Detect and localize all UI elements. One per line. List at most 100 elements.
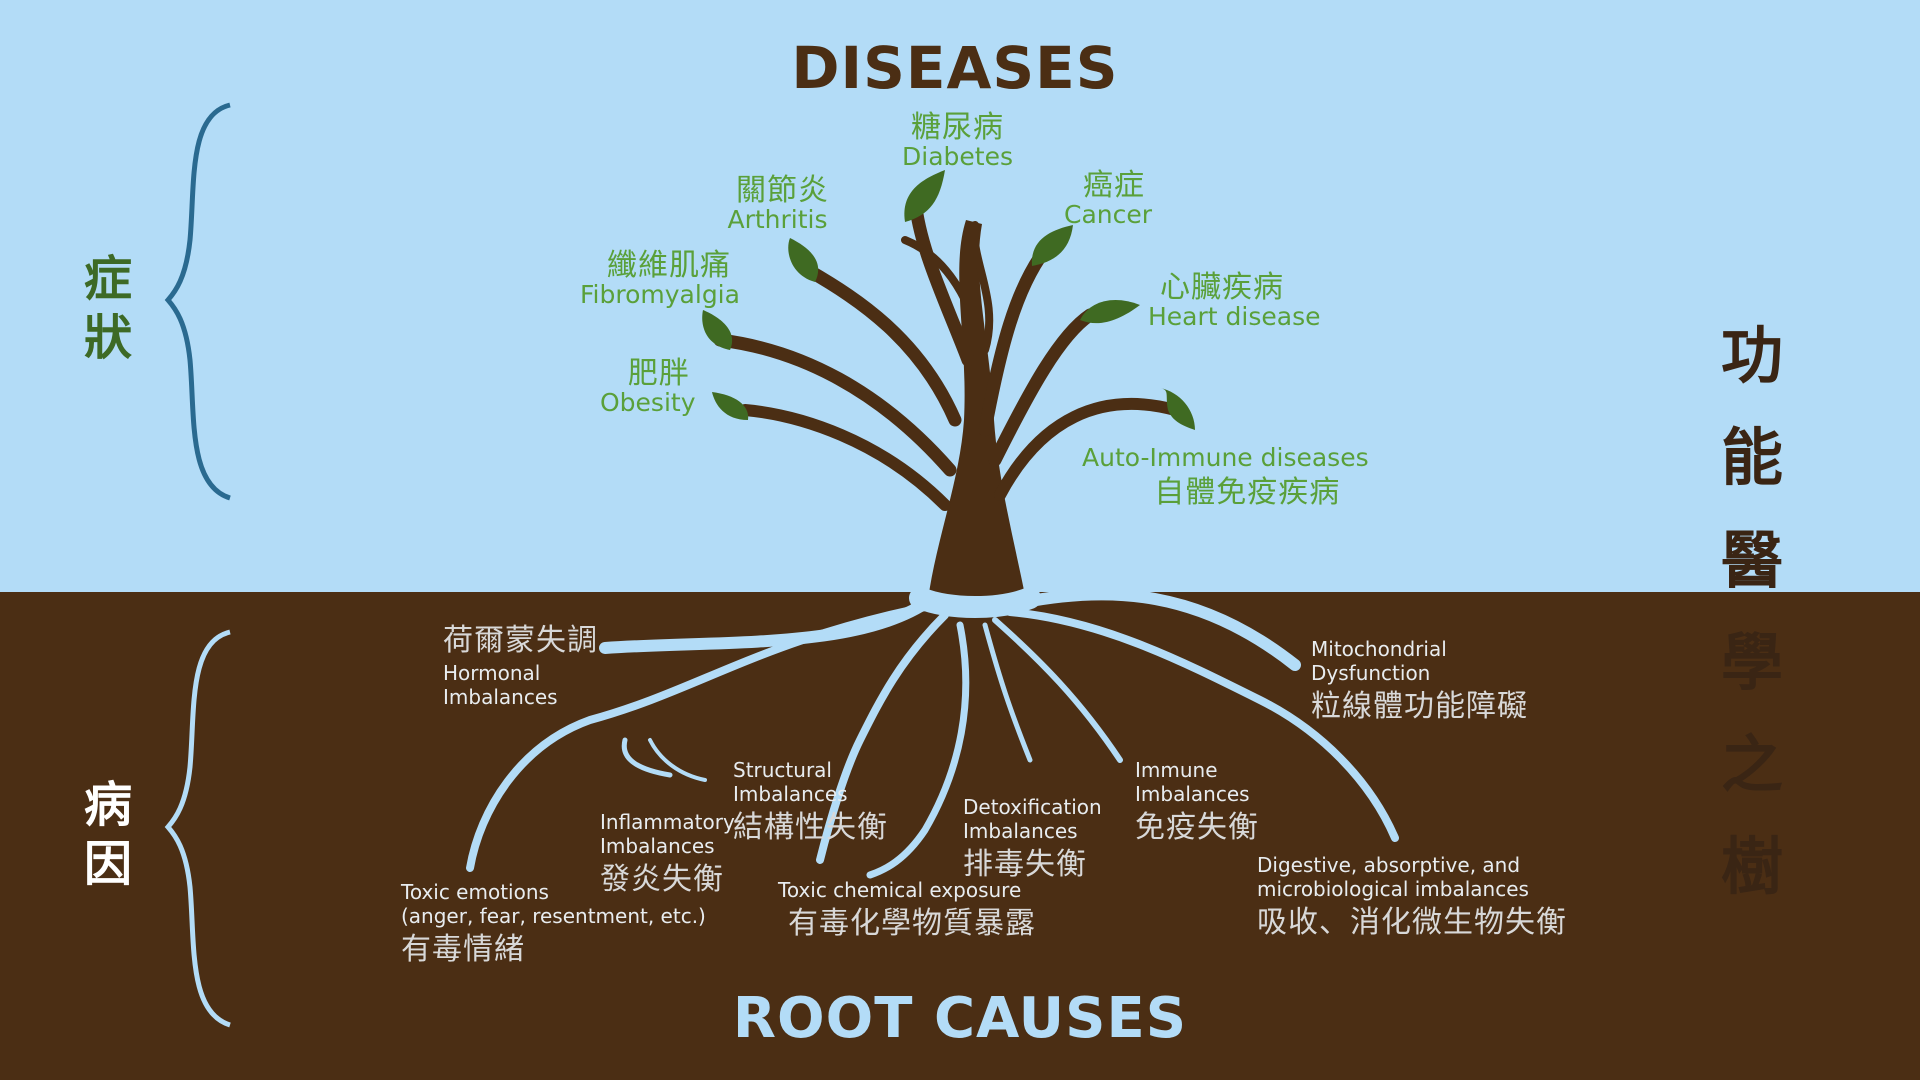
disease-zh: 癌症 bbox=[1083, 168, 1146, 203]
cause-en: Toxic chemical exposure bbox=[778, 878, 1022, 902]
disease-fibromyalgia: 纖維肌痛 Fibromyalgia bbox=[580, 250, 740, 308]
leaf-cancer bbox=[1031, 225, 1073, 266]
root-mini-1 bbox=[648, 738, 707, 782]
cause-en: Dysfunction bbox=[1311, 661, 1431, 685]
cause-en: Mitochondrial bbox=[1311, 637, 1447, 661]
leaf-heart bbox=[1080, 300, 1140, 324]
vertical-char: 樹 bbox=[1720, 830, 1783, 904]
leaf-fibro bbox=[702, 310, 733, 350]
cause-en: Toxic emotions bbox=[401, 880, 549, 904]
branch-fibro bbox=[713, 333, 957, 477]
cause-zh: 有毒化學物質暴露 bbox=[788, 906, 1036, 941]
disease-zh: 自體免疫疾病 bbox=[1154, 475, 1341, 511]
disease-en: Heart disease bbox=[1148, 301, 1321, 331]
branch-small-2 bbox=[970, 221, 994, 354]
vertical-char: 學 bbox=[1720, 625, 1783, 699]
cause-structural: Structural Imbalances 結構性失衡 bbox=[733, 758, 888, 844]
disease-en: Fibromyalgia bbox=[580, 279, 740, 309]
branch-arthritis bbox=[801, 263, 962, 427]
disease-autoimmune: Auto-Immune diseases 自體免疫疾病 bbox=[1082, 443, 1369, 511]
cause-digestive: Digestive, absorptive, and microbiologic… bbox=[1257, 853, 1567, 939]
cause-toxic-chemical: Toxic chemical exposure 有毒化學物質暴露 bbox=[778, 878, 1036, 940]
cause-en: Detoxification bbox=[963, 795, 1102, 819]
cause-en: Inflammatory bbox=[600, 810, 735, 834]
branch-cancer bbox=[978, 243, 1052, 437]
diseases-title: DISEASES bbox=[791, 34, 1119, 102]
root-detox bbox=[866, 621, 970, 879]
cause-en: microbiological imbalances bbox=[1257, 877, 1529, 901]
root-digestive bbox=[1006, 608, 1399, 842]
disease-zh: 肥胖 bbox=[627, 356, 690, 391]
disease-zh: 纖維肌痛 bbox=[606, 248, 731, 283]
disease-en: Diabetes bbox=[902, 141, 1013, 171]
tree-trunk bbox=[928, 220, 1026, 600]
side-label-causes: 病 因 bbox=[78, 776, 138, 893]
root-hormonal bbox=[599, 594, 936, 654]
root-immune bbox=[992, 617, 1123, 763]
soil-background bbox=[0, 592, 1920, 1080]
leaf-obesity bbox=[712, 392, 749, 420]
cause-zh: 免疫失衡 bbox=[1135, 810, 1259, 845]
vertical-title: 功 能 醫 學 之 樹 bbox=[1716, 305, 1788, 919]
cause-en: Structural bbox=[733, 758, 832, 782]
branch-diabetes bbox=[908, 193, 975, 367]
root-structural bbox=[816, 611, 949, 864]
cause-zh: 結構性失衡 bbox=[733, 810, 888, 845]
cause-hormonal: 荷爾蒙失調 Hormonal Imbalances bbox=[443, 625, 598, 709]
disease-en: Arthritis bbox=[727, 204, 828, 234]
vertical-char: 之 bbox=[1720, 728, 1783, 802]
cause-en: Imbalances bbox=[1135, 782, 1250, 806]
disease-en: Obesity bbox=[600, 387, 696, 417]
disease-zh: 糖尿病 bbox=[910, 110, 1004, 145]
side-char: 症 bbox=[83, 251, 132, 307]
cause-mitochondrial: Mitochondrial Dysfunction 粒線體功能障礙 bbox=[1311, 637, 1528, 723]
cause-en: Digestive, absorptive, and bbox=[1257, 853, 1521, 877]
root-causes-title: ROOT CAUSES bbox=[732, 986, 1188, 1051]
bracket-symptoms bbox=[164, 102, 231, 501]
root-detox-b bbox=[982, 622, 1033, 763]
cause-zh: 荷爾蒙失調 bbox=[443, 623, 598, 658]
disease-obesity: 肥胖 Obesity bbox=[600, 358, 696, 416]
side-label-symptoms: 症 狀 bbox=[78, 250, 138, 367]
side-char: 因 bbox=[83, 835, 132, 892]
root-toxic-emotions bbox=[466, 601, 939, 872]
cause-toxic-emotions: Toxic emotions (anger, fear, resentment,… bbox=[401, 880, 706, 966]
leaf-arthritis bbox=[788, 238, 819, 282]
cause-zh: 發炎失衡 bbox=[600, 862, 724, 897]
vertical-char: 能 bbox=[1720, 421, 1783, 495]
bracket-causes bbox=[164, 629, 231, 1028]
disease-zh: 關節炎 bbox=[736, 173, 829, 208]
cause-zh: 排毒失衡 bbox=[963, 847, 1087, 882]
disease-arthritis: 關節炎 Arthritis bbox=[726, 175, 829, 233]
branch-auto bbox=[994, 397, 1181, 501]
root-mito bbox=[1014, 588, 1301, 671]
cause-detox: Detoxification Imbalances 排毒失衡 bbox=[963, 795, 1102, 881]
side-char: 病 bbox=[83, 777, 132, 833]
cause-en: Hormonal bbox=[443, 660, 541, 685]
cause-en: Imbalances bbox=[443, 684, 558, 709]
cause-zh: 有毒情緒 bbox=[401, 932, 525, 967]
disease-cancer: 癌症 Cancer bbox=[1064, 170, 1152, 228]
cause-en: Imbalances bbox=[733, 782, 848, 806]
disease-zh: 心臟疾病 bbox=[1160, 270, 1284, 305]
vertical-char: 功 bbox=[1720, 319, 1783, 392]
cause-en: Immune bbox=[1135, 758, 1218, 782]
cause-en: (anger, fear, resentment, etc.) bbox=[401, 904, 706, 928]
disease-en: Cancer bbox=[1064, 199, 1153, 229]
disease-en: Auto-Immune diseases bbox=[1082, 443, 1369, 472]
cause-zh: 粒線體功能障礙 bbox=[1311, 689, 1528, 724]
side-char: 狀 bbox=[83, 309, 132, 366]
leaf-diabetes bbox=[904, 170, 945, 222]
branch-small-1 bbox=[901, 236, 969, 304]
vertical-char: 醫 bbox=[1720, 523, 1783, 597]
cause-immune: Immune Imbalances 免疫失衡 bbox=[1135, 758, 1259, 844]
branch-heart bbox=[988, 308, 1097, 467]
cause-inflammatory: Inflammatory Imbalances 發炎失衡 bbox=[600, 810, 735, 896]
cause-en: Imbalances bbox=[600, 834, 715, 858]
root-inflammatory bbox=[621, 737, 673, 778]
disease-diabetes: 糖尿病 Diabetes bbox=[902, 112, 1013, 170]
leaf-auto bbox=[1160, 388, 1195, 430]
disease-heart: 心臟疾病 Heart disease bbox=[1148, 272, 1320, 330]
cause-en: Imbalances bbox=[963, 819, 1078, 843]
